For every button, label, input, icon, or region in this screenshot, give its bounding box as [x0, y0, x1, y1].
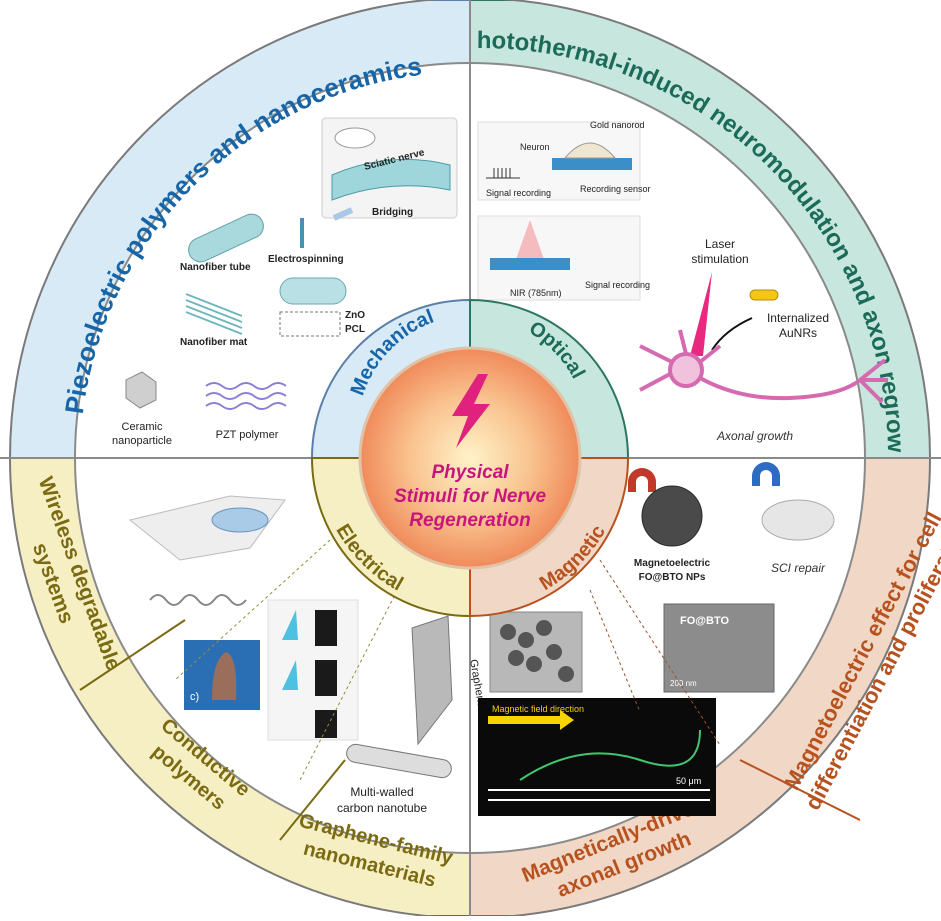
divider-electrical-2: [279, 759, 346, 841]
label-nanofiber-tube: Nanofiber tube: [180, 262, 251, 273]
wireless-serpentine: [149, 594, 247, 606]
label-neuron: Neuron: [520, 142, 550, 152]
fo-bto-np-icon: [641, 485, 703, 547]
sensor-bar-1: [552, 158, 632, 170]
collector-drum: [279, 277, 347, 305]
mouse-icon: [334, 127, 376, 149]
conductive-polymer-image: [267, 599, 359, 741]
center-title-3: Regeneration: [409, 510, 530, 531]
neuron-dome-1: [563, 142, 617, 159]
nerve-bundle: [331, 158, 451, 201]
magnet-icon-1: [628, 468, 656, 492]
center-title-1: Physical: [431, 462, 509, 483]
electrical-panel: c) Graphene Multi-walled carbon nanotube: [128, 495, 487, 815]
tem-particles: [500, 620, 574, 682]
label-signal-recording-2: Signal recording: [585, 280, 650, 290]
polymer-block-3: [315, 710, 337, 738]
label-ceramic-2: nanoparticle: [112, 435, 172, 447]
pzt-polymer-icon: [205, 382, 287, 410]
label-internalized-1: Internalized: [767, 311, 829, 325]
sem-image: [663, 603, 775, 693]
label-zno: ZnO: [345, 310, 365, 321]
label-fo-bto: FO@BTO: [680, 615, 729, 627]
divider-electrical-1: [79, 619, 186, 691]
label-pcl: PCL: [345, 324, 365, 335]
dotted-leader-1: [174, 539, 331, 681]
polymer-block-2: [315, 660, 337, 696]
rat-icon: [761, 499, 835, 541]
dotted-leader-4: [599, 559, 721, 746]
label-bridging: Bridging: [372, 207, 413, 218]
field-arrow: [488, 710, 574, 730]
label-nir: NIR (785nm): [510, 288, 562, 298]
label-pzt: PZT polymer: [216, 429, 279, 441]
ceramic-cube-icon: [125, 371, 157, 409]
label-field-direction: Magnetic field direction: [492, 704, 584, 714]
label-gold-nanorod: Gold nanorod: [590, 120, 645, 130]
label-panel-c: c): [190, 691, 199, 703]
label-cnt-2: carbon nanotube: [337, 801, 427, 815]
neuron-icon: [639, 329, 888, 404]
aunr-icon: [749, 289, 779, 301]
label-recording-sensor: Recording sensor: [580, 184, 651, 194]
nanotube-icon: [346, 743, 452, 779]
finger-shape: [212, 652, 237, 700]
axon-trace: [519, 729, 701, 781]
mechanical-panel: Sciatic nerve Bridging Nanofiber tube Na…: [112, 117, 458, 447]
label-sci-repair: SCI repair: [771, 561, 826, 575]
label-electrospinning: Electrospinning: [268, 254, 344, 265]
label-fo-np-1: Magnetoelectric: [634, 558, 711, 569]
center-title-2: Stimuli for Nerve: [394, 486, 546, 507]
fluorescence-image: [478, 698, 716, 816]
center-hub: Mechanical Optical Electrical Magnetic P…: [310, 298, 630, 618]
label-ceramic-1: Ceramic: [122, 421, 163, 433]
label-scale-200: 200 nm: [670, 679, 697, 688]
nanofiber-tube-icon: [188, 213, 264, 263]
pointer-arrow: [711, 317, 753, 351]
label-internalized-2: AuNRs: [779, 326, 817, 340]
label-cnt-1: Multi-walled: [350, 785, 413, 799]
label-nanofiber-mat: Nanofiber mat: [180, 337, 248, 348]
polymer-block-1: [315, 610, 337, 646]
center-core: [358, 346, 582, 570]
spike-trace-1: [486, 168, 520, 179]
dotted-leader-2: [299, 584, 401, 781]
magnet-icon-2: [752, 462, 780, 486]
sensor-bar-2: [490, 258, 570, 270]
wireless-coil: [211, 507, 269, 533]
nanofiber-mat-icon: [185, 293, 243, 335]
label-fo-np-2: FO@BTO NPs: [639, 572, 706, 583]
magnetic-panel: Magnetoelectric FO@BTO NPs SCI repair FO…: [478, 462, 835, 816]
dotted-leader-3: [589, 589, 641, 713]
label-laser-1: Laser: [705, 237, 735, 251]
optical-panel: Gold nanorod Neuron Signal recording Rec…: [477, 120, 888, 443]
probe-2: [282, 660, 298, 690]
graphene-sheet: [411, 615, 453, 746]
label-scale-50: 50 μm: [676, 776, 701, 786]
laser-cone-1: [515, 220, 545, 262]
divider-magnetic: [739, 759, 861, 821]
label-axonal-growth: Axonal growth: [716, 429, 793, 443]
lightning-icon: [452, 374, 490, 448]
probe-1: [282, 610, 298, 640]
zoom-box: [279, 311, 341, 337]
laser-beam-icon: [690, 272, 712, 356]
arrow-to-bridging: [332, 207, 354, 221]
label-laser-2: stimulation: [691, 252, 748, 266]
label-signal-recording-1: Signal recording: [486, 188, 551, 198]
